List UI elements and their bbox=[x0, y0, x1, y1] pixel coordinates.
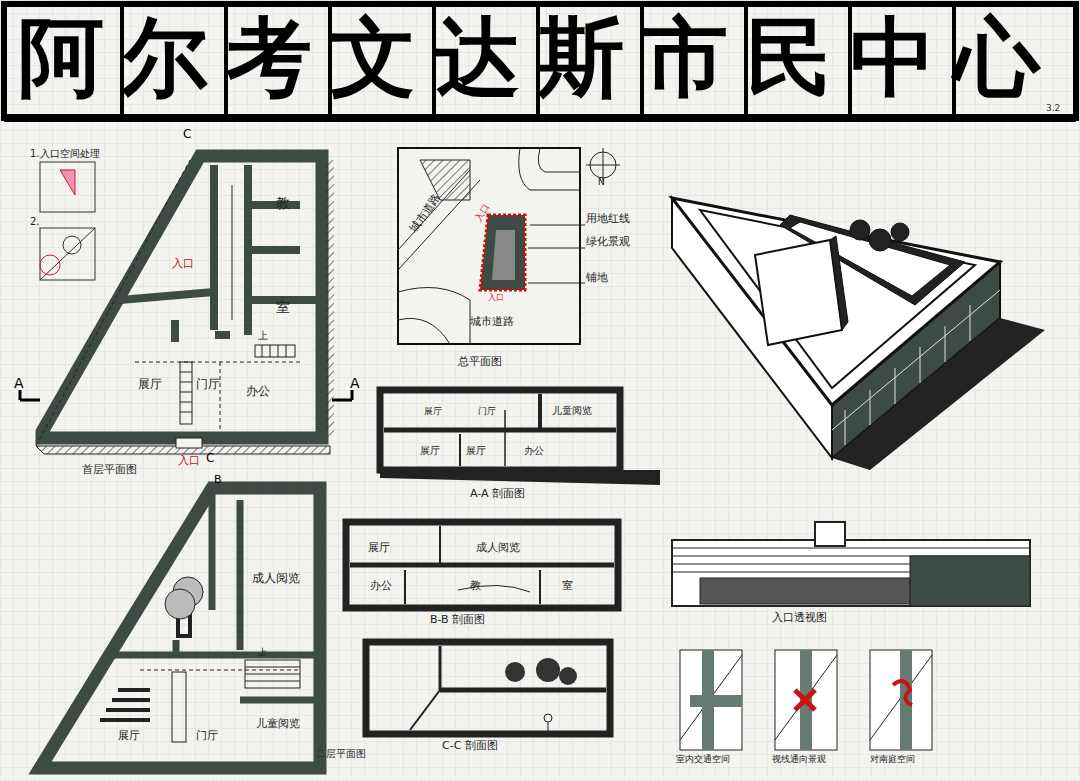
entrance-label: 入口 bbox=[178, 455, 200, 467]
room-label: 成人阅览 bbox=[252, 572, 300, 585]
diagram-caption: 对南庭空间 bbox=[870, 755, 915, 765]
diagram-caption: 视线通向景观 bbox=[772, 755, 826, 765]
section-aa bbox=[380, 390, 660, 485]
title-frame bbox=[4, 4, 1076, 118]
room-label: 展厅 bbox=[420, 445, 440, 456]
room-label: 展厅 bbox=[368, 542, 390, 554]
drawing-caption: 入口透视图 bbox=[772, 612, 827, 624]
sheet-note: 3.2 bbox=[1046, 104, 1060, 114]
sheet-title: 阿尔考文达斯市民中心 bbox=[18, 6, 1058, 109]
room-label: 办公 bbox=[246, 385, 270, 398]
ground-floor-plan bbox=[20, 156, 352, 454]
stair-label: 上 bbox=[258, 330, 268, 341]
upper-floor-plan bbox=[40, 488, 320, 768]
room-label: 门厅 bbox=[196, 730, 218, 742]
entrance-label: 入口 bbox=[488, 294, 504, 303]
stair-label: 上 bbox=[258, 648, 267, 658]
site-legend-text: 用地红线 bbox=[586, 213, 630, 225]
entrance-label: 入口 bbox=[172, 258, 194, 270]
room-label: 室 bbox=[276, 300, 290, 315]
drawing-caption: 二层平面图 bbox=[316, 748, 366, 759]
concept-sketch bbox=[40, 162, 95, 280]
room-label: 成人阅览 bbox=[476, 542, 520, 554]
axonometric-view bbox=[672, 198, 1045, 470]
section-mark: C bbox=[183, 128, 191, 141]
drawing-caption: B-B 剖面图 bbox=[430, 614, 485, 626]
room-label: 儿童阅览 bbox=[256, 718, 300, 730]
section-cc bbox=[366, 642, 610, 734]
north-arrow-label: N bbox=[598, 178, 605, 188]
section-bb bbox=[346, 522, 618, 608]
site-legend-text: 铺地 bbox=[586, 272, 608, 284]
analysis-diagrams bbox=[680, 650, 932, 750]
room-label: 展厅 bbox=[138, 378, 162, 391]
room-label: 教 bbox=[276, 196, 290, 211]
sketch-note: 1.入口空间处理 bbox=[30, 148, 100, 159]
room-label: 儿童阅览 bbox=[552, 405, 592, 416]
sketch-note: 2. bbox=[30, 216, 40, 227]
section-mark: C bbox=[206, 452, 214, 465]
room-label: 门厅 bbox=[196, 378, 220, 391]
room-label: 展厅 bbox=[118, 730, 140, 742]
section-mark: B bbox=[214, 474, 222, 486]
room-label: 室 bbox=[562, 580, 573, 592]
road-label: 城市道路 bbox=[470, 316, 514, 328]
drawing-caption: A-A 剖面图 bbox=[470, 488, 525, 500]
room-label: 办公 bbox=[524, 445, 544, 456]
room-label: 教 bbox=[470, 580, 481, 592]
room-label: 办公 bbox=[370, 580, 392, 592]
drawing-caption: C-C 剖面图 bbox=[442, 740, 498, 752]
room-label: 门厅 bbox=[478, 407, 496, 417]
section-mark: A bbox=[350, 376, 360, 391]
drawing-caption: 首层平面图 bbox=[82, 464, 137, 476]
entrance-perspective bbox=[672, 522, 1030, 606]
site-legend-text: 绿化景观 bbox=[586, 236, 630, 248]
drawing-caption: 总平面图 bbox=[458, 356, 502, 368]
section-mark: A bbox=[14, 376, 24, 391]
room-label: 展厅 bbox=[424, 407, 442, 417]
diagram-caption: 室内交通空间 bbox=[676, 755, 730, 765]
room-label: 展厅 bbox=[466, 445, 486, 456]
